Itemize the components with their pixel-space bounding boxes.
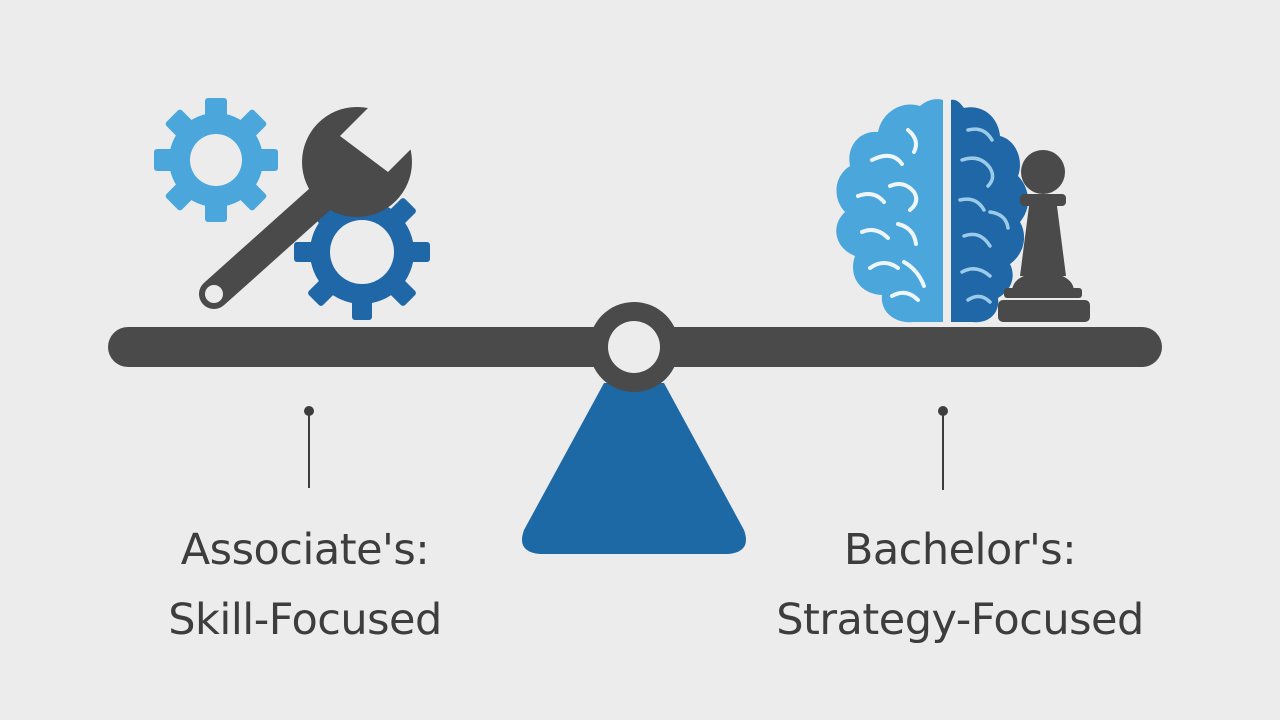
bachelors-caption: Bachelor's: Strategy-Focused: [740, 515, 1180, 655]
associates-subtitle: Skill-Focused: [168, 595, 442, 645]
associates-title: Associate's:: [180, 525, 430, 575]
wrench-icon: [199, 104, 420, 309]
bachelors-title: Bachelor's:: [843, 525, 1077, 575]
chess-pawn-icon: [998, 150, 1090, 322]
pointer-pin-right: [938, 406, 948, 490]
associates-caption: Associate's: Skill-Focused: [85, 515, 525, 655]
bachelors-subtitle: Strategy-Focused: [776, 595, 1144, 645]
fulcrum-triangle: [522, 383, 746, 554]
gear-icon: [154, 98, 278, 222]
pointer-pin-left: [304, 406, 314, 488]
brain-icon: [836, 99, 1029, 323]
pivot-hole: [608, 321, 660, 373]
